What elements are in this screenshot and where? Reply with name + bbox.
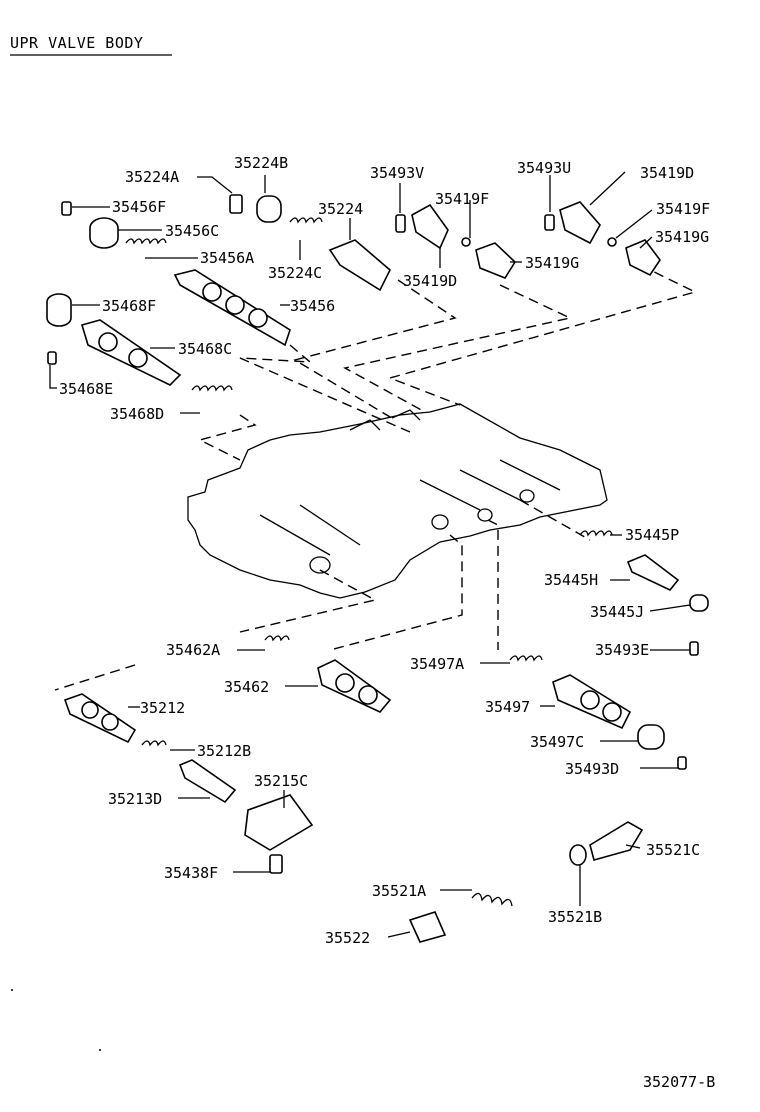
part-label: 35456A xyxy=(200,249,254,267)
speck xyxy=(11,989,13,991)
part-label: 35468F xyxy=(102,297,156,315)
part-label: 35419F xyxy=(656,200,710,218)
parts-drawings xyxy=(46,194,709,943)
part-label: 35215C xyxy=(254,772,308,790)
speck xyxy=(99,1049,101,1051)
part-label: 35493D xyxy=(565,760,619,778)
part-label: 35522 xyxy=(325,929,370,947)
diagram-number: 352077-B xyxy=(643,1073,715,1091)
part-label: 35224A xyxy=(125,168,179,186)
part-label: 35493U xyxy=(517,159,571,177)
assembly-lines xyxy=(54,264,697,691)
part-label: 35521A xyxy=(372,882,426,900)
part-label: 35445H xyxy=(544,571,598,589)
part-label: 35445J xyxy=(590,603,644,621)
part-label: 35438F xyxy=(164,864,218,882)
part-label: 35468C xyxy=(178,340,232,358)
part-label: 35419D xyxy=(403,272,457,290)
part-label: 35497C xyxy=(530,733,584,751)
part-label: 35213D xyxy=(108,790,162,808)
diagram-title: UPR VALVE BODY xyxy=(10,34,143,52)
part-label: 35497A xyxy=(410,655,464,673)
part-label: 35456F xyxy=(112,198,166,216)
part-label: 35419G xyxy=(655,228,709,246)
part-label: 35493E xyxy=(595,641,649,659)
part-label: 35521B xyxy=(548,908,602,926)
part-label: 35462 xyxy=(224,678,269,696)
leader-lines xyxy=(49,171,691,938)
part-labels: 35224A 35224B 35493V 35493U 35419D 35456… xyxy=(59,154,710,947)
part-label: 35468E xyxy=(59,380,113,398)
part-label: 35419F xyxy=(435,190,489,208)
part-label: 35224B xyxy=(234,154,288,172)
part-label: 35468D xyxy=(110,405,164,423)
part-label: 35212B xyxy=(197,742,251,760)
part-label: 35419G xyxy=(525,254,579,272)
part-label: 35212 xyxy=(140,699,185,717)
part-label: 35224C xyxy=(268,264,322,282)
part-label: 35445P xyxy=(625,526,679,544)
part-label: 35419D xyxy=(640,164,694,182)
part-label: 35462A xyxy=(166,641,220,659)
part-label: 35224 xyxy=(318,200,363,218)
part-label: 35497 xyxy=(485,698,530,716)
part-label: 35456C xyxy=(165,222,219,240)
part-label: 35456 xyxy=(290,297,335,315)
valve-body-housing xyxy=(187,403,608,599)
part-label: 35521C xyxy=(646,841,700,859)
part-label: 35493V xyxy=(370,164,424,182)
